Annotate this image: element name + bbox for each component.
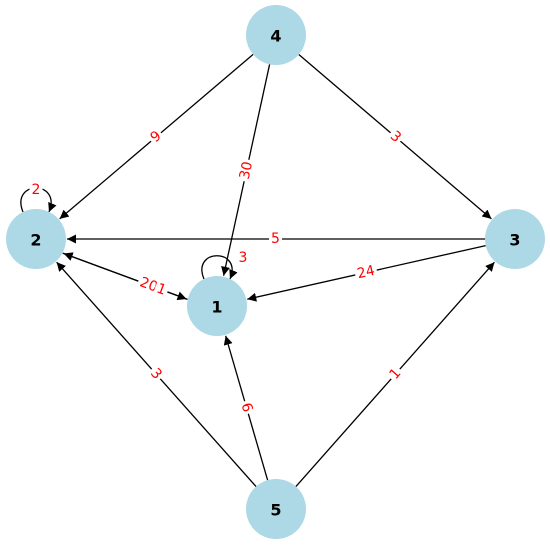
edge-weight-label: 5 <box>271 231 280 247</box>
edge-weight-1-1: 3 <box>236 249 250 267</box>
edge-weight-background <box>353 261 379 284</box>
edge-weight-1-2: 1 <box>152 278 171 301</box>
node-circle <box>485 209 545 269</box>
edge-weight-background <box>269 230 282 248</box>
node-label: 4 <box>270 27 281 46</box>
edge-weight-background <box>144 363 168 385</box>
edge-weight-5-1: 6 <box>236 398 257 417</box>
node-1: 1 <box>187 276 247 336</box>
edge-weight-4-3: 3 <box>384 125 407 149</box>
node-2: 2 <box>6 209 66 269</box>
edge-1-to-2 <box>63 252 188 300</box>
node-5: 5 <box>246 479 306 539</box>
edge-weight-4-2: 9 <box>145 125 167 149</box>
edge-weight-3-1: 24 <box>353 261 379 284</box>
node-label: 3 <box>509 231 520 250</box>
edge-weight-background <box>29 181 43 199</box>
node-label: 2 <box>30 231 41 250</box>
node-3: 3 <box>485 209 545 269</box>
node-label: 1 <box>211 298 222 317</box>
edge-weight-background <box>236 398 257 417</box>
node-circle <box>246 5 306 65</box>
edge-weight-background <box>236 249 250 267</box>
edge-weight-background <box>384 363 407 385</box>
node-circle <box>6 209 66 269</box>
edge-weight-background <box>152 278 171 301</box>
edge-weight-2-2: 2 <box>29 181 43 199</box>
node-circle <box>187 276 247 336</box>
edge-weight-label: 2 <box>32 182 41 198</box>
edge-weight-label: 3 <box>239 250 248 266</box>
nodes-layer: 1 2 3 4 5 <box>6 5 545 539</box>
edge-weight-label: 6 <box>238 401 256 414</box>
node-4: 4 <box>246 5 306 65</box>
edges-layer <box>20 53 495 488</box>
edge-weight-5-2: 3 <box>144 363 168 385</box>
edge-weight-3-2: 5 <box>269 230 282 248</box>
node-label: 5 <box>270 501 281 520</box>
edge-weight-background <box>145 125 167 149</box>
node-circle <box>246 479 306 539</box>
self-loop-edge-1 <box>201 255 238 280</box>
edge-weight-4-1: 30 <box>235 157 258 184</box>
edge-weight-5-3: 1 <box>384 363 407 385</box>
edge-weight-label: 30 <box>237 160 256 181</box>
edge-weight-label: 24 <box>356 263 377 283</box>
edge-weight-background <box>235 157 258 184</box>
edge-weight-background <box>384 125 407 149</box>
